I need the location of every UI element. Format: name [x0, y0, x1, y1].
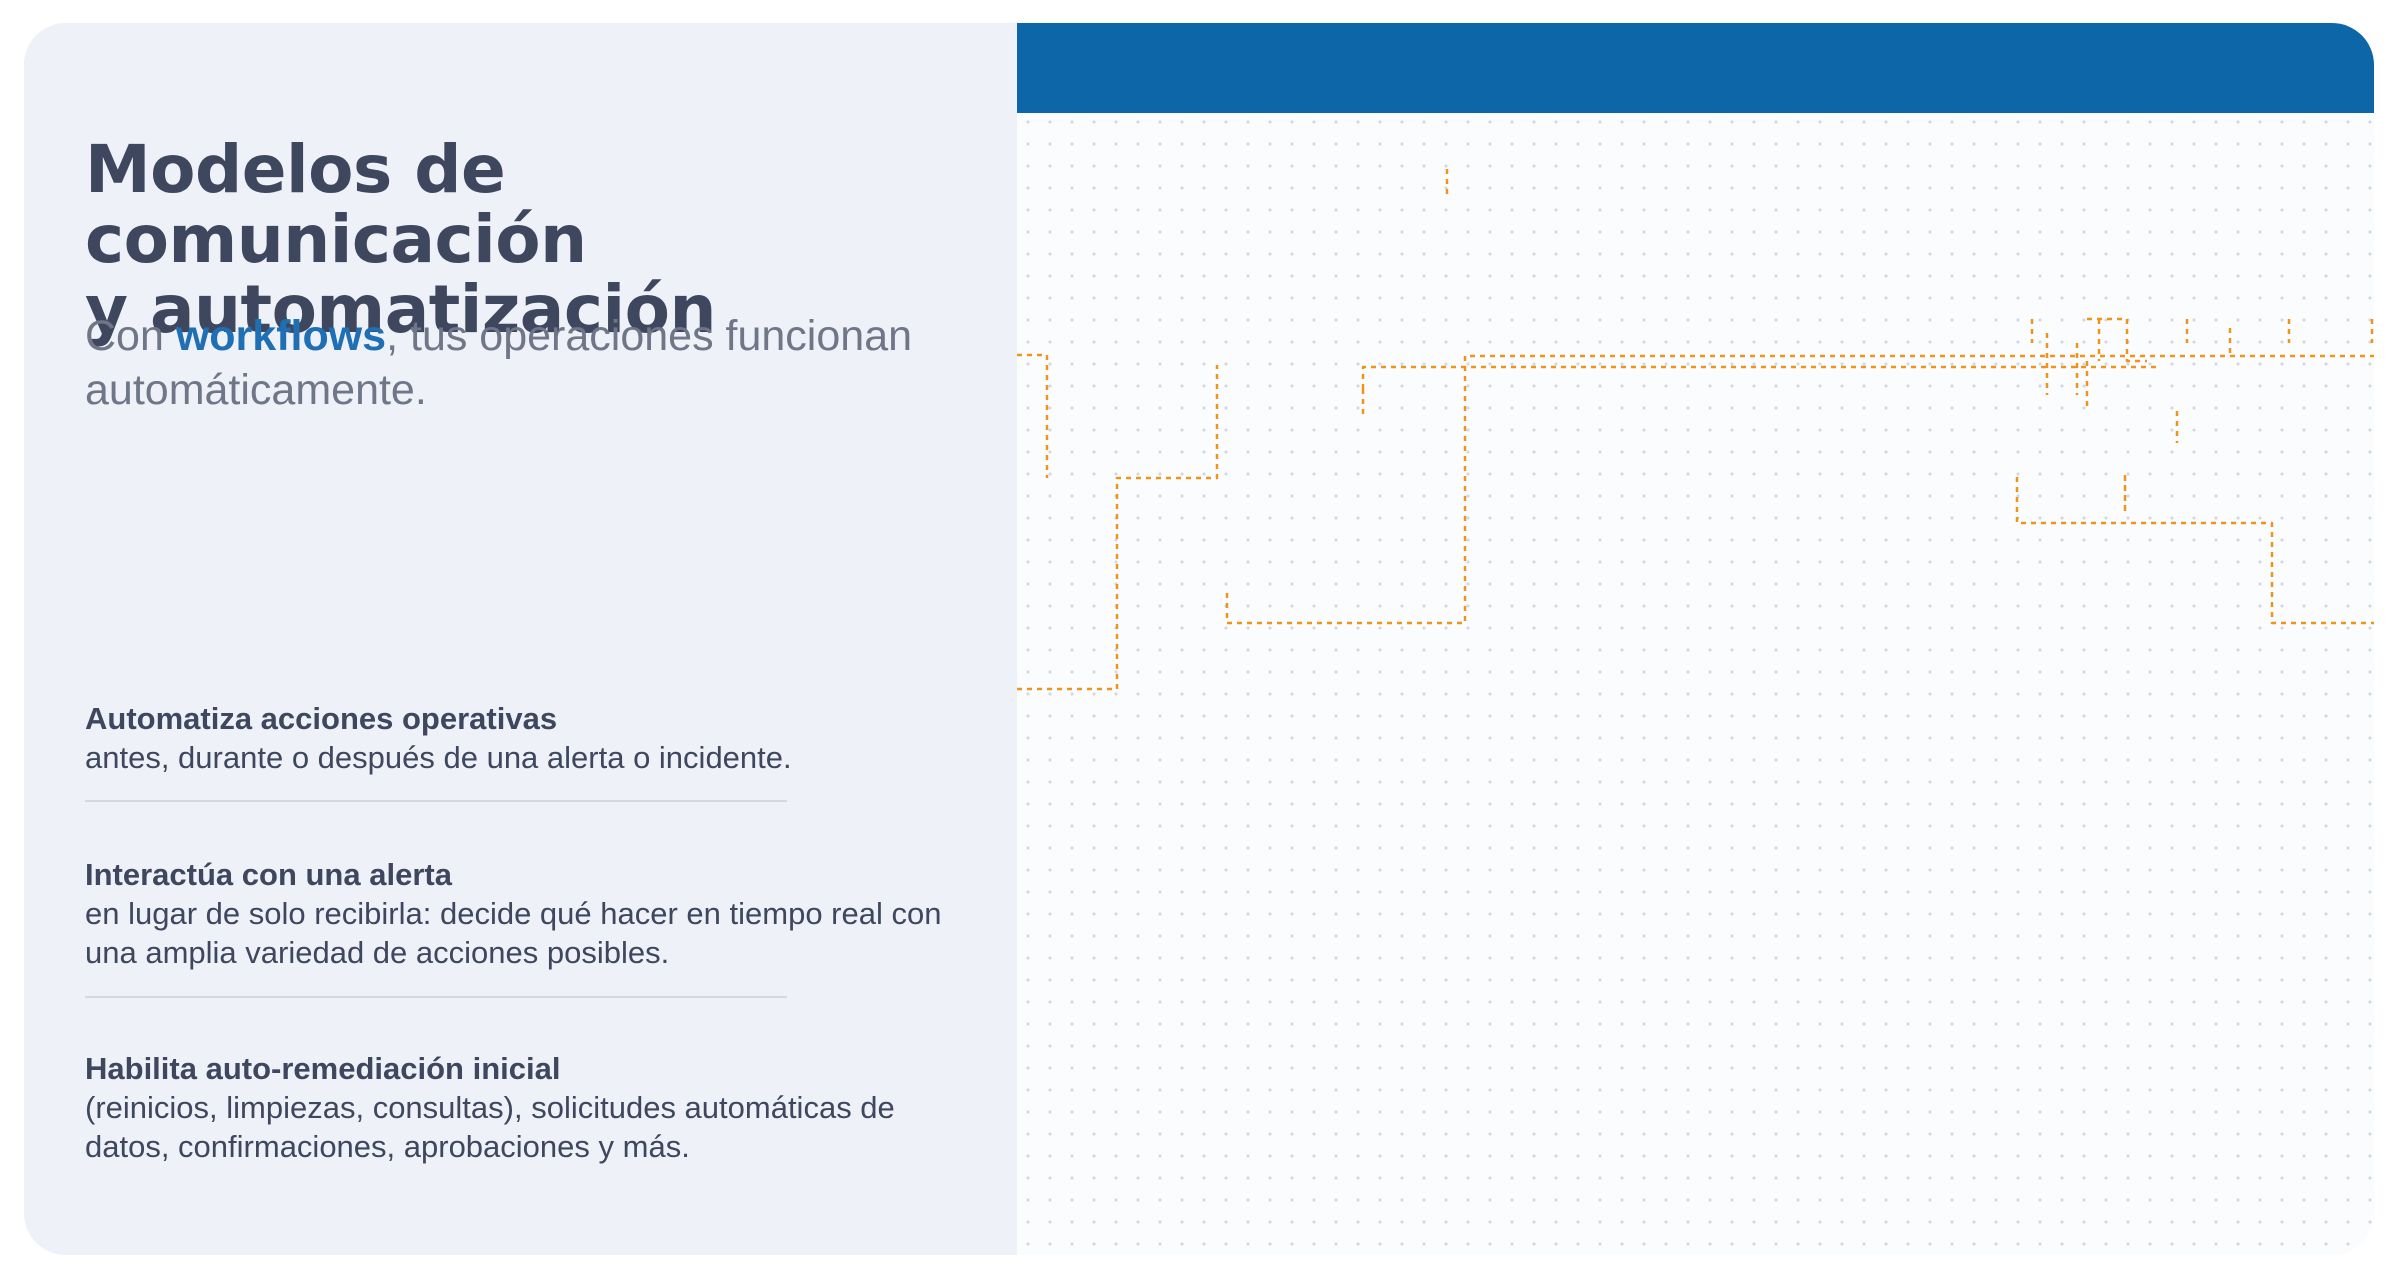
title-line-1: Modelos de comunicación — [85, 131, 587, 278]
subtitle-highlight: workflows — [175, 312, 387, 360]
feature-text: antes, durante o después de una alerta o… — [85, 740, 792, 775]
feature-interact: Interactúa con una alerta en lugar de so… — [85, 856, 945, 972]
feature-title: Habilita auto-remediación inicial — [85, 1051, 561, 1086]
workflow-canvas[interactable] — [1017, 23, 2374, 1255]
edge-sla-timeout — [2087, 317, 2147, 363]
title-line-2: y automatización — [85, 271, 716, 348]
feature-title: Interactúa con una alerta — [85, 857, 452, 892]
subtitle-prefix: Con — [85, 312, 176, 360]
edge-remediation-timeout — [1017, 353, 1049, 478]
feature-text: (reinicios, limpiezas, consultas), solic… — [85, 1090, 895, 1164]
feature-text: en lugar de solo recibirla: decide qué h… — [85, 896, 942, 970]
app-header-bar — [1017, 23, 2374, 113]
intro-panel: Modelos de comunicación y automatización… — [24, 23, 1017, 1255]
feature-divider — [85, 996, 787, 998]
edge-escalation-to-sla — [2015, 477, 2374, 625]
edge-init-to-escalation — [1225, 354, 2374, 625]
edge-remediation-to-notify — [1017, 365, 1219, 691]
page-title: Modelos de comunicación y automatización — [85, 135, 1017, 345]
feature-title: Automatiza acciones operativas — [85, 701, 558, 736]
feature-automate: Automatiza acciones operativas antes, du… — [85, 700, 945, 777]
hero-card: Modelos de comunicación y automatización… — [24, 23, 2374, 1255]
subtitle: Con workflows, tus operaciones funcionan… — [85, 309, 985, 417]
edge-notify-timeout — [1361, 365, 2157, 389]
workflow-connectors — [1017, 169, 2374, 691]
feature-remediation: Habilita auto-remediación inicial (reini… — [85, 1050, 945, 1166]
subtitle-suffix: , tus operaciones funcionan automáticame… — [85, 312, 913, 414]
feature-divider — [85, 800, 787, 802]
